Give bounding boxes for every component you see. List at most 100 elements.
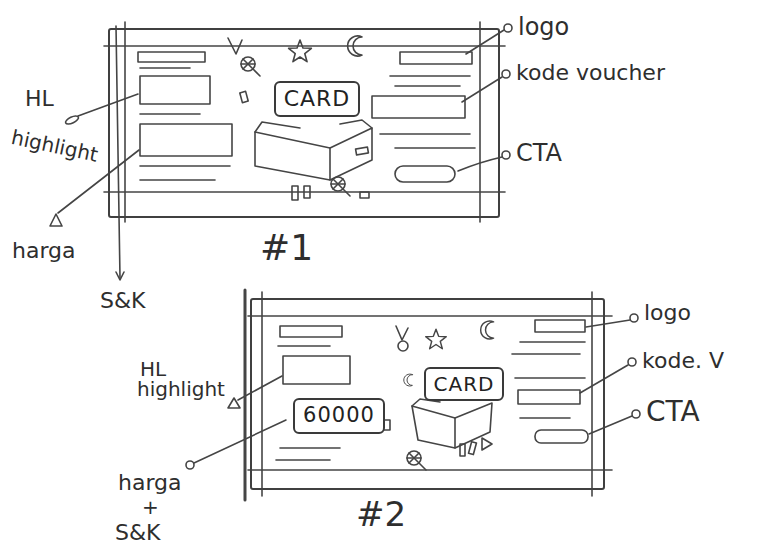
leader-line [194,420,286,463]
confetti [482,438,492,450]
text-line [380,133,470,135]
confetti [304,186,310,198]
moon-icon [404,374,413,386]
guide-line [248,469,612,471]
guide-line [248,315,612,317]
guide-line [479,22,481,222]
text-line [512,353,580,355]
confetti [240,91,248,102]
confetti [469,442,477,455]
wireframe-frame: #1CARD [108,28,500,218]
guide-line [124,22,126,222]
content-box: CARD [274,81,361,117]
annotation-label: CTA [646,396,700,428]
placeholder-bar [280,326,342,337]
annotation-label: kode voucher [516,60,665,85]
leader-dot [186,461,194,469]
text-line [140,113,200,115]
text-line [395,147,475,149]
gift-box [255,132,330,180]
text-line [520,417,570,419]
leader-dot [504,24,512,32]
leader-arrow [116,272,124,280]
leader-line [238,376,282,400]
star-icon [426,329,447,349]
voucher-placeholder [518,390,580,404]
annotation-label: kode. V [642,348,724,373]
cta-button [535,430,588,443]
text-line [520,341,585,343]
text-line [140,67,190,69]
annotation-label: + [142,496,159,519]
wireframe-frame: #2CARD60000 [250,298,605,490]
confetti [360,192,369,198]
text-line [140,165,230,167]
text-line [280,447,340,449]
leader-dot [630,314,638,322]
box-label: CARD [434,372,495,396]
text-line [140,179,215,181]
leader-dot [502,151,510,159]
star-icon [289,40,312,62]
guide-line [116,26,120,278]
logo-placeholder [535,320,585,332]
leader-line [589,416,632,434]
moon-icon [481,321,494,339]
text-line [395,85,460,87]
annotation-label: HL [25,86,54,111]
confetti [292,186,298,200]
annotation-label: S&K [115,520,161,545]
annotation-label: highlight [9,126,100,167]
leader-line [458,157,502,171]
annotation-label: highlight [137,378,225,401]
logo-placeholder [400,52,472,64]
text-line [390,75,470,77]
headline-placeholder [140,76,210,104]
wireframe-one [50,22,512,280]
confetti [460,444,465,456]
confetti [356,147,369,155]
gift-box-flap [255,122,300,132]
gift-box [330,128,372,180]
ribbon-icon [228,38,242,54]
guide-line [104,45,505,47]
content-box: 60000 [293,398,385,433]
leader-line [586,320,630,327]
annotation-label: logo [518,14,569,42]
annotation-label: S&K [100,288,146,313]
medal-icon [398,341,408,351]
shuttle-icon [331,177,350,196]
sketch-number: #1 [260,228,313,268]
annotation-label: harga [12,238,76,263]
annotation-label: CTA [516,140,562,168]
shuttle-icon [407,451,426,470]
leader-dot [632,410,640,418]
content-box: CARD [424,367,505,401]
gift-box-flap [340,120,372,128]
text-line [278,345,330,347]
text-line [276,459,330,461]
leader-dot [628,358,636,366]
ribbon-icon [396,326,408,340]
box-label: CARD [284,86,351,112]
gift-box [412,406,455,448]
annotation-label: logo [644,300,691,325]
annotation-label: harga [118,470,182,495]
placeholder-bar [138,52,205,62]
voucher-placeholder [372,96,465,118]
cta-button [395,166,455,182]
leader-line [462,77,502,102]
wireframe-two [186,290,640,500]
headline-placeholder [283,356,350,384]
price-placeholder [140,124,232,156]
leader-dot [502,70,510,78]
guide-line [591,292,593,496]
guide-line [261,292,263,496]
box-label: 60000 [303,403,375,428]
sketch-number: #2 [356,496,406,533]
leader-triangle [50,214,62,226]
moon-icon [348,36,362,56]
shuttle-icon [241,57,260,76]
text-line [515,377,585,379]
